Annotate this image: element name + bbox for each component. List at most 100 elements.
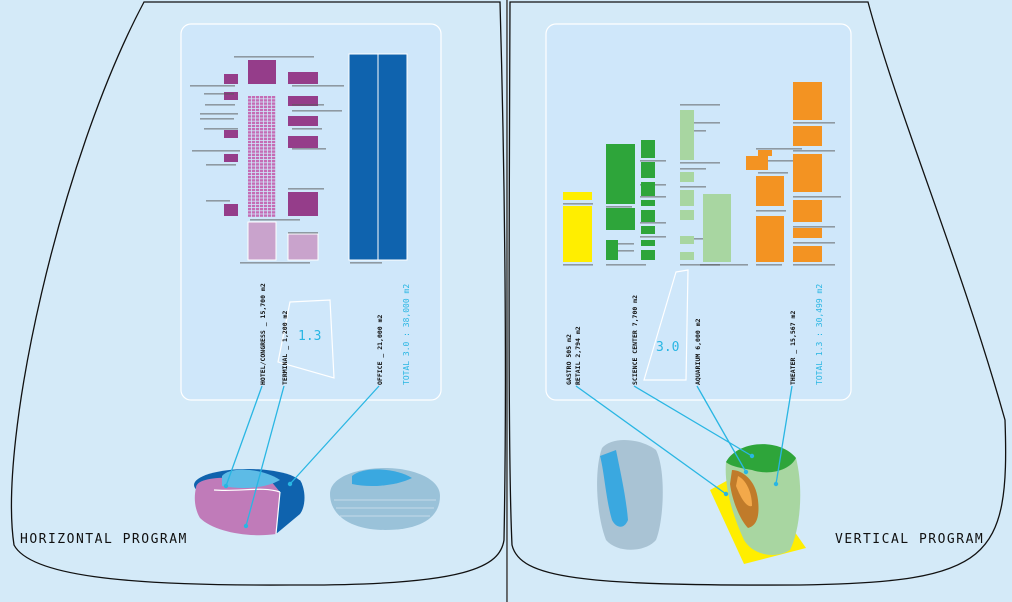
hotel-room-cell [248, 124, 252, 128]
tiny-caption-mark [240, 262, 310, 264]
hotel-room-cell [248, 153, 252, 156]
label-hotel: HOTEL/CONGRESS _ 15,700 m2 [259, 283, 267, 385]
hotel-room-cell [264, 140, 268, 144]
hotel-block [288, 96, 318, 106]
right-title: VERTICAL PROGRAM [835, 532, 984, 547]
hotel-room-cell [252, 105, 256, 108]
tiny-caption-mark [205, 104, 235, 106]
hotel-room-cell [272, 204, 276, 208]
hotel-room-cell [264, 201, 268, 204]
gastro-block [563, 206, 592, 262]
hotel-room-cell [252, 176, 256, 179]
hotel-room-cell [268, 182, 272, 185]
model-white-void [352, 469, 412, 486]
hotel-room-cell [272, 163, 276, 166]
model-edge [275, 491, 281, 535]
hotel-room-cell [252, 137, 256, 140]
theater-block [756, 216, 784, 262]
hotel-room-cell [248, 208, 252, 211]
hotel-room-cell [260, 131, 264, 134]
hotel-room-cell [260, 169, 264, 172]
hotel-room-cell [264, 176, 268, 179]
hotel-room-cell [272, 188, 276, 192]
hotel-room-cell [260, 211, 264, 214]
hotel-room-cell [272, 150, 276, 153]
science-blocks [606, 140, 655, 260]
leader-line [575, 385, 727, 495]
hotel-room-cell [260, 108, 264, 112]
hotel-room-cell [248, 156, 252, 160]
tiny-caption-mark [793, 196, 841, 198]
aquarium-block [680, 190, 694, 206]
hotel-room-cell [260, 128, 264, 131]
hotel-room-cell [256, 214, 260, 217]
hotel-room-cell [256, 176, 260, 179]
hotel-block [247, 221, 277, 261]
tiny-caption-mark [793, 242, 835, 244]
hotel-room-cell [252, 214, 256, 217]
hotel-room-cell [264, 185, 268, 188]
hotel-room-cell [256, 131, 260, 134]
tiny-caption-mark [680, 186, 706, 188]
hotel-room-cell [264, 121, 268, 124]
hotel-room-cell [252, 208, 256, 211]
hotel-room-cell [248, 211, 252, 214]
aquarium-block [680, 110, 694, 160]
hotel-room-cell [252, 166, 256, 169]
hotel-room-cell [256, 179, 260, 182]
hotel-room-cell [256, 140, 260, 144]
hotel-room-cell [272, 172, 276, 176]
hotel-room-cell [260, 140, 264, 144]
hotel-room-cell [252, 140, 256, 144]
hotel-room-cell [260, 153, 264, 156]
tiny-caption-mark [680, 168, 706, 170]
left-site-outline [277, 299, 335, 379]
leader-dots [223, 453, 779, 529]
hotel-room-cell [268, 105, 272, 108]
hotel-room-cell [264, 112, 268, 115]
hotel-room-cell [252, 118, 256, 121]
tiny-caption-mark [204, 128, 238, 130]
hotel-room-cell [268, 172, 272, 176]
science-block [641, 200, 655, 206]
tiny-caption-mark [288, 232, 318, 234]
tiny-caption-mark [756, 264, 782, 266]
theater-blocks [746, 82, 822, 262]
hotel-room-cell [264, 108, 268, 112]
model-void [222, 469, 280, 488]
hotel-room-cell [256, 188, 260, 192]
label-aquarium: AQUARIUM 6,000 m2 [694, 318, 702, 385]
label-right-total: TOTAL 1.3 : 30,499 m2 [815, 284, 824, 385]
hotel-room-cell [268, 192, 272, 195]
label-office: OFFICE _ 21,000 m2 [376, 314, 384, 385]
hotel-room-cell [252, 182, 256, 185]
theater-block [756, 176, 784, 206]
leader-lines [225, 385, 793, 527]
hotel-room-cell [252, 204, 256, 208]
hotel-room-cell [256, 150, 260, 153]
hotel-room-cell [264, 163, 268, 166]
tiny-caption-mark [206, 200, 230, 202]
hotel-room-cell [264, 153, 268, 156]
hotel-room-cell [252, 188, 256, 192]
hotel-room-cell [264, 204, 268, 208]
hotel-room-cell [252, 179, 256, 182]
hotel-room-cell [268, 201, 272, 204]
hotel-room-cell [264, 169, 268, 172]
horizontal-model-colored [194, 469, 305, 536]
hotel-room-cell [256, 124, 260, 128]
hotel-room-cell [272, 192, 276, 195]
hotel-block [224, 130, 238, 138]
hotel-block [224, 92, 238, 100]
tiny-caption-mark [793, 150, 835, 152]
hotel-room-cell [260, 188, 264, 192]
science-block [641, 182, 655, 196]
hotel-room-cell [272, 131, 276, 134]
hotel-room-cell [248, 121, 252, 124]
hotel-room-cell [268, 188, 272, 192]
hotel-room-cell [248, 195, 252, 198]
tiny-caption-mark [292, 128, 322, 130]
hotel-room-cell [260, 96, 264, 99]
hotel-room-cell [260, 182, 264, 185]
hotel-room-cell [272, 182, 276, 185]
